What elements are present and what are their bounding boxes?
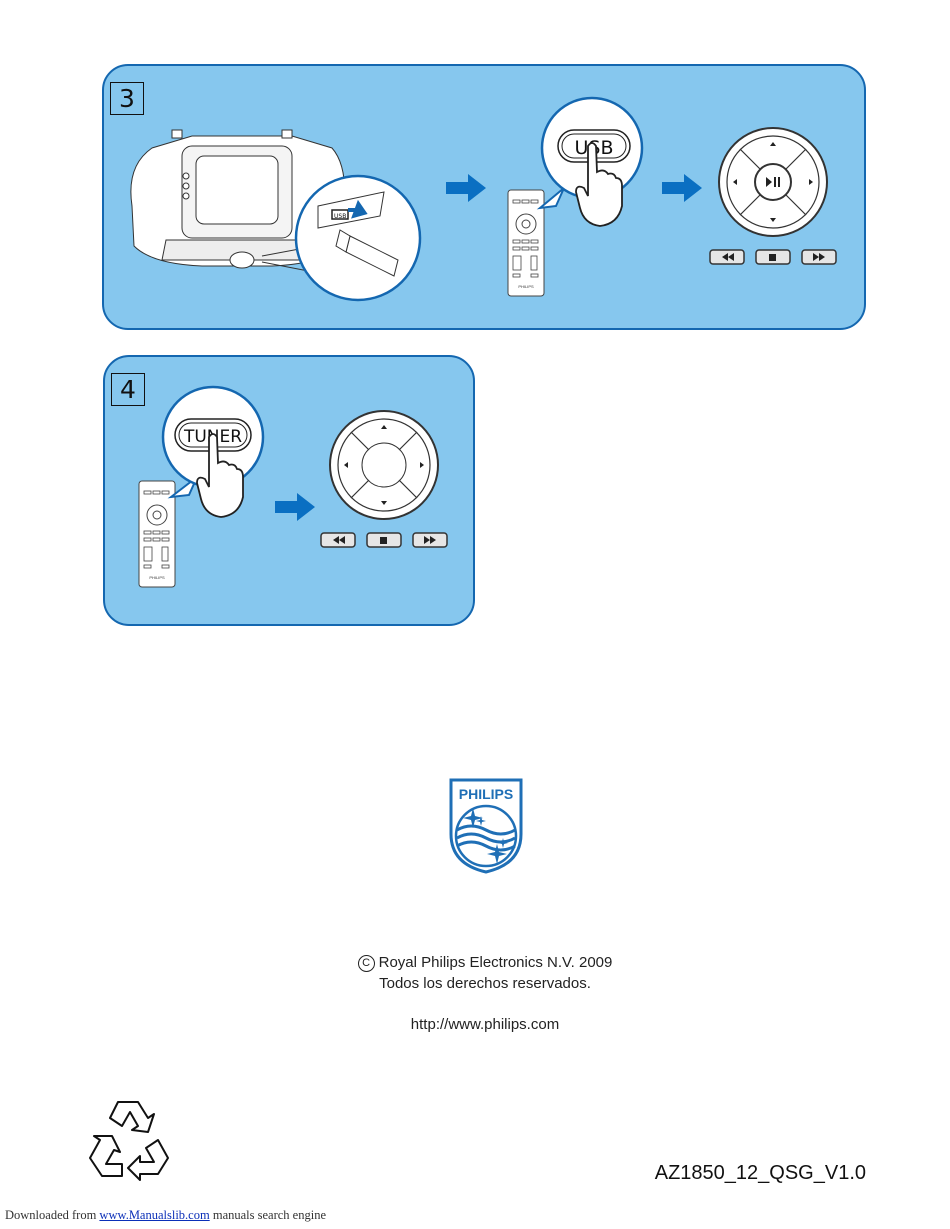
svg-text:PHILIPS: PHILIPS: [459, 786, 513, 802]
copyright-icon: C: [357, 955, 375, 972]
navigation-pad-icon: [709, 127, 837, 265]
recycle-icon: [89, 1101, 169, 1181]
website-link[interactable]: http://www.philips.com: [410, 1016, 560, 1033]
download-note: Downloaded from www.Manualslib.com manua…: [5, 1208, 326, 1223]
transport-buttons: [320, 532, 448, 548]
arrow-right-icon: [275, 493, 315, 521]
remote-tuner-press-illustration: PHILIPS TUNER: [138, 385, 265, 588]
arrow-right-icon: [662, 174, 702, 202]
download-note-prefix: Downloaded from: [5, 1208, 97, 1222]
step-3-panel: 3 USB: [102, 64, 866, 330]
copyright-text: Royal Philips Electronics N.V. 2009: [378, 954, 613, 971]
svg-text:USB: USB: [334, 213, 346, 220]
remote-usb-press-illustration: PHILIPS USB: [507, 96, 644, 297]
step-4-number: 4: [111, 373, 145, 406]
manualslib-link[interactable]: www.Manualslib.com: [99, 1208, 210, 1222]
svg-text:PHILIPS: PHILIPS: [518, 284, 534, 289]
svg-text:PHILIPS: PHILIPS: [149, 575, 165, 580]
hand-press-icon: [196, 433, 244, 518]
document-code: AZ1850_12_QSG_V1.0: [654, 1162, 866, 1184]
rights-text: Todos los derechos reservados.: [379, 975, 591, 992]
navigation-pad-icon: [320, 410, 448, 548]
transport-buttons: [709, 249, 837, 265]
arrow-right-icon: [446, 174, 486, 202]
hand-press-icon: [575, 142, 623, 227]
download-note-suffix: manuals search engine: [212, 1208, 326, 1222]
philips-shield-logo: PHILIPS: [449, 778, 523, 874]
remote-control-icon: PHILIPS: [138, 480, 176, 588]
step-3-number: 3: [110, 82, 144, 115]
boombox-usb-illustration: USB: [130, 129, 422, 302]
remote-control-icon: PHILIPS: [507, 189, 545, 297]
step-4-panel: 4 PHILIPS TUNER: [103, 355, 475, 626]
